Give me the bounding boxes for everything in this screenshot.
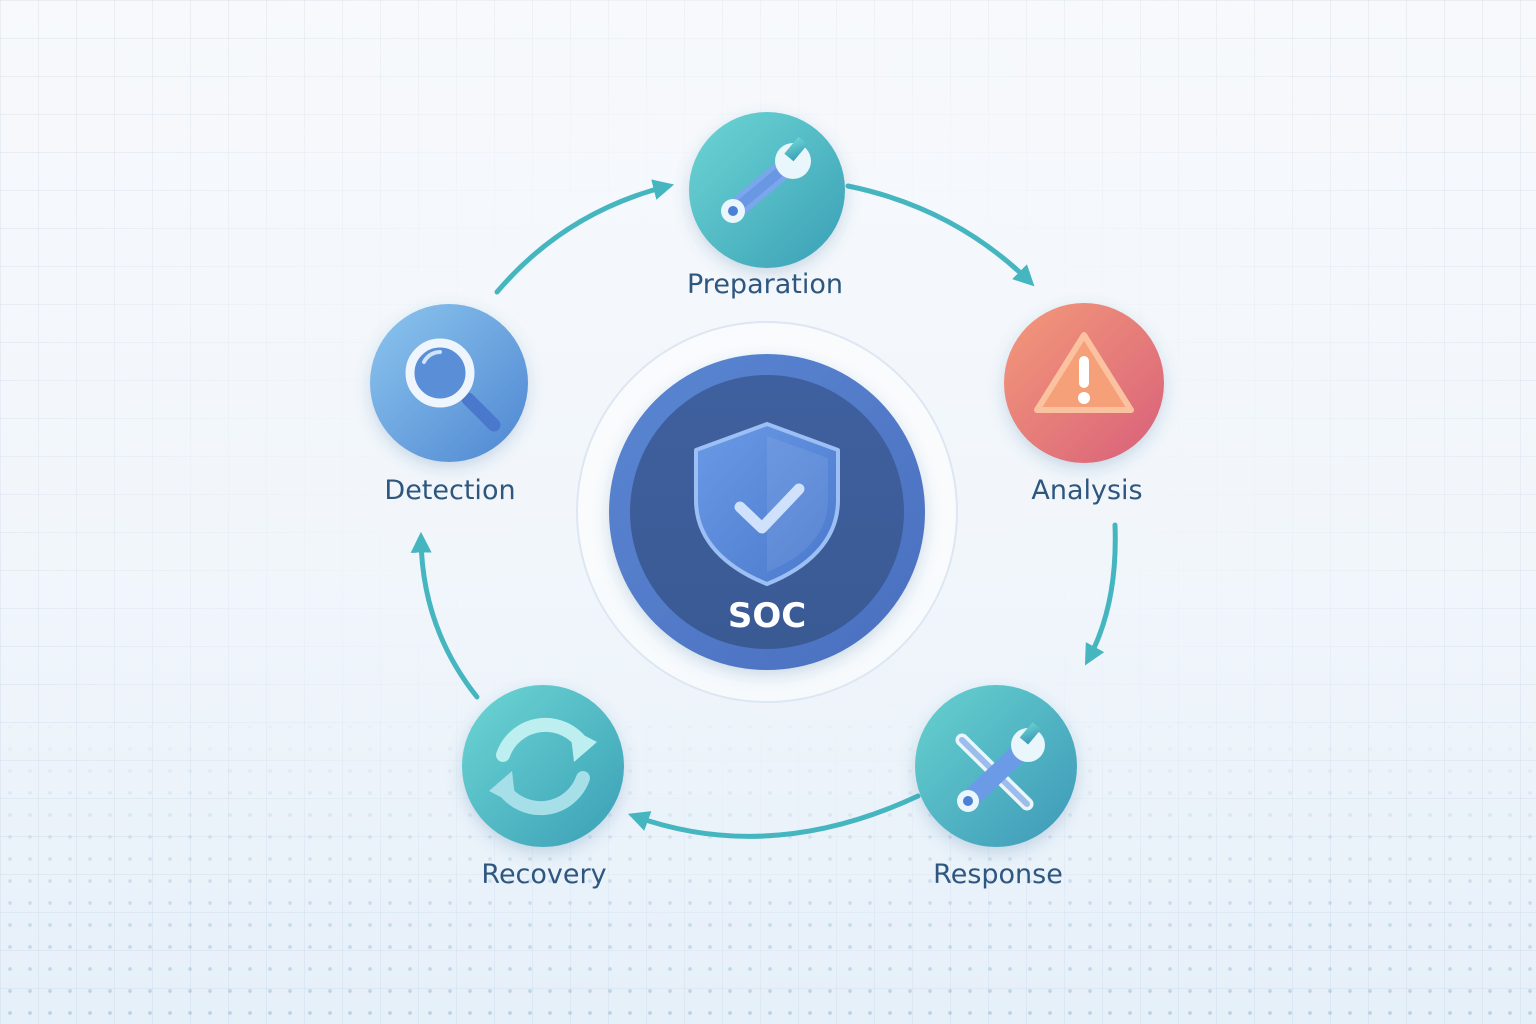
arrow-preparation-to-analysis [845,183,1035,287]
background-dots [0,694,1536,1024]
arrow-analysis-to-response [1084,522,1118,666]
stage-response-label: Response [933,859,1063,890]
stage-analysis[interactable]: Analysis [1004,303,1164,506]
stage-analysis-label: Analysis [1031,475,1142,506]
stage-detection[interactable]: Detection [370,304,528,506]
magnifier-icon [405,338,501,432]
stage-preparation-label: Preparation [687,269,843,300]
stage-response[interactable]: Response [915,685,1077,890]
hub-label: SOC [728,596,806,636]
stage-recovery-disc [462,685,624,847]
arrow-response-to-recovery [628,793,921,839]
crossed-tools-icon [955,722,1045,812]
warning-triangle-icon [1034,332,1134,413]
stage-recovery-label: Recovery [481,859,606,890]
stage-detection-label: Detection [384,475,515,506]
soc-hub: SOC [576,321,958,703]
shield-check-icon [694,422,840,586]
stage-preparation[interactable]: Preparation [687,112,845,300]
arrow-recovery-to-detection [410,531,480,700]
arrow-detection-to-preparation [494,179,675,295]
cycle-arrows [410,179,1118,839]
refresh-arrows-icon [489,717,597,816]
wrench-icon [721,136,811,223]
stage-recovery[interactable]: Recovery [462,685,624,890]
